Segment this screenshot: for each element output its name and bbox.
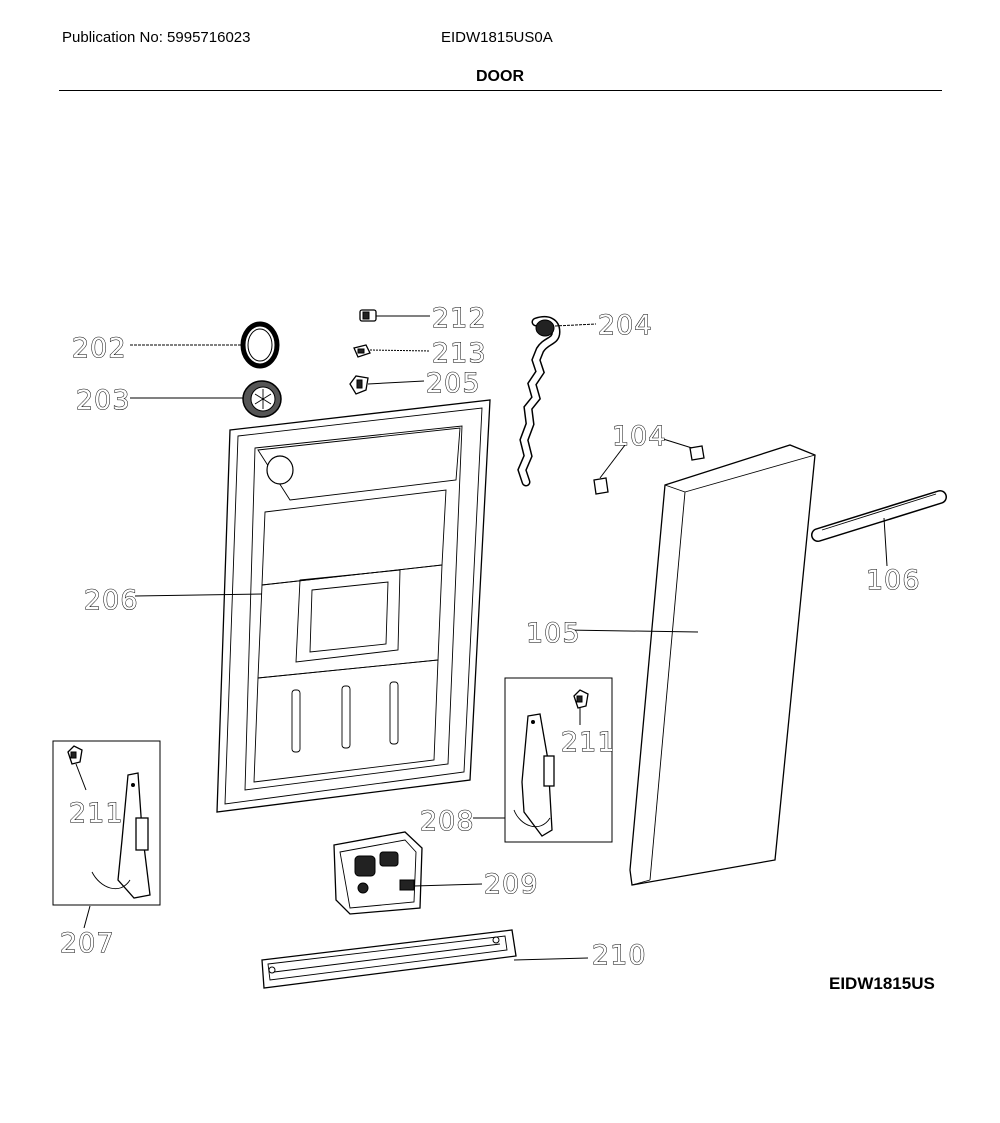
leader-209 [413,883,483,887]
leader-104a [599,444,626,479]
callout-205[interactable]: 205 [426,368,481,400]
part-203-gasket-ring[interactable] [240,321,280,369]
leader-211-left [75,763,87,791]
part-208-hinge-right[interactable] [513,713,555,837]
callout-202[interactable]: 204 [598,310,653,342]
callout-210[interactable]: 210 [592,940,647,972]
callout-211-left[interactable]: 211 [69,798,124,830]
leader-105 [564,629,699,633]
part-206-inner-door-panel[interactable] [216,399,491,813]
callout-106[interactable]: 106 [866,565,921,597]
leader-207 [83,905,91,929]
part-106-handle[interactable] [811,490,947,542]
leader-202 [554,323,597,327]
box-207 [52,740,161,906]
leader-104b [659,437,693,449]
callout-207[interactable]: 207 [60,928,115,960]
publication-number: Publication No: 5995716023 [62,29,251,46]
part-210-bottom-trim[interactable] [261,929,517,989]
part-204-dispenser-cap[interactable] [242,380,282,418]
part-211-clip-left[interactable] [67,745,83,765]
part-202-door-seal[interactable] [517,315,561,487]
callout-209[interactable]: 209 [484,869,539,901]
callout-211-right[interactable]: 211 [561,727,616,759]
leader-213 [369,349,431,352]
model-number: EIDW1815US0A [441,29,553,46]
part-104-pads[interactable] [593,445,705,495]
callout-104[interactable]: 104 [612,421,667,453]
part-209-door-latch[interactable] [333,831,423,915]
box-208 [504,677,613,843]
section-title: DOOR [476,68,524,85]
footer-model-code: EIDW1815US [829,974,935,993]
callout-105[interactable]: 105 [526,618,581,650]
leader-106 [883,517,888,567]
callout-206[interactable]: 206 [84,585,139,617]
header-rule [59,90,942,91]
part-205-latch[interactable] [349,375,369,395]
leader-205 [367,380,425,385]
leader-206 [134,593,263,597]
part-211-clip-right[interactable] [573,689,589,709]
part-105-outer-door-panel[interactable] [629,444,816,886]
callout-208[interactable]: 208 [420,806,475,838]
callout-212[interactable]: 212 [432,303,487,335]
callout-203[interactable]: 202 [72,333,127,365]
part-212-clip[interactable] [359,309,377,322]
callout-204[interactable]: 203 [76,385,131,417]
part-207-hinge-left[interactable] [91,772,151,899]
callout-213[interactable]: 213 [432,338,487,370]
part-213-bracket[interactable] [353,344,371,358]
leader-210 [513,957,589,961]
